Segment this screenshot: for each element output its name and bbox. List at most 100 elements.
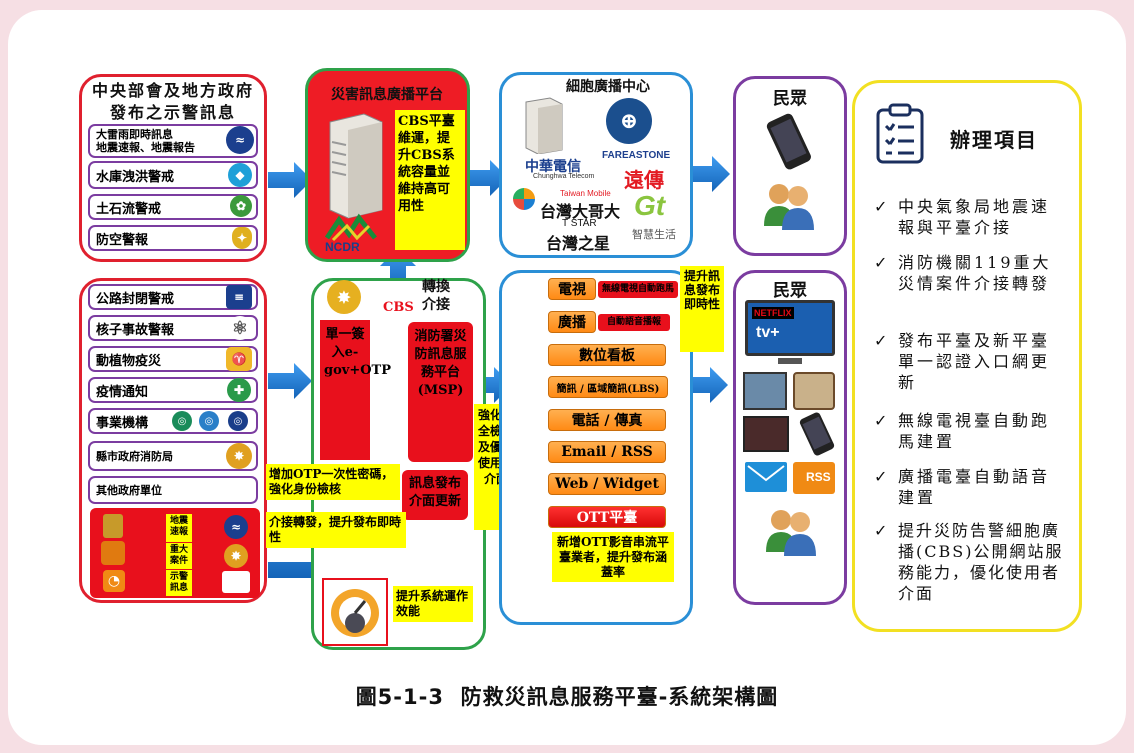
arrow-agencies-to-transfer	[268, 363, 312, 399]
cell-center-title: 細胞廣播中心	[566, 79, 650, 95]
rss-small-icon: ◔	[103, 570, 125, 592]
cbs-platform-desc: CBS平臺維運，提升CBS系統容量並維持高可用性	[395, 110, 465, 250]
atom-logo-icon: ⚛	[228, 316, 252, 340]
agency-other: 其他政府單位	[88, 476, 258, 504]
tv-stand	[778, 358, 802, 364]
cdc-logo-icon: ✚	[227, 378, 251, 402]
channel-tv[interactable]: 電視	[548, 278, 596, 300]
agency-nuclear: 核子事故警報	[88, 315, 258, 341]
cwb-logo-icon: ≈	[224, 515, 248, 539]
twm-zh-label: 台灣大哥大	[540, 202, 621, 221]
ott-note: 新增OTT影音串流平臺業者，提升發布涵蓋率	[552, 532, 674, 582]
perf-note: 提升系統運作效能	[393, 586, 473, 622]
gt-label: 智慧生活	[632, 228, 676, 241]
channel-sms[interactable]: 簡訊 / 區域簡訊(LBS)	[548, 376, 668, 398]
rss-label: RSS	[806, 470, 831, 484]
enterprise-logo-1-icon: ◎	[172, 411, 192, 431]
task-item-5: 廣播電臺自動語音建置	[898, 467, 1051, 507]
task-item-6: 提升災防告警細胞廣播(CBS)公開網站服務能力，優化使用者介面	[898, 521, 1064, 603]
tv-tag: 無線電視自動跑馬	[598, 281, 678, 298]
water-agency-logo-icon: ◆	[228, 163, 252, 187]
twm-logo-icon	[513, 188, 535, 210]
ncdr-logo-label: NCDR	[325, 240, 360, 254]
label-warning: 示警訊息	[166, 570, 192, 596]
arrow-central-to-cbs	[268, 162, 312, 198]
channel-phone-fax[interactable]: 電話 / 傳真	[548, 409, 666, 431]
task-item-4: 無線電視臺自動跑馬建置	[898, 411, 1051, 451]
arrow-cbs-to-cell	[467, 160, 508, 196]
task-item: ✓	[874, 197, 888, 216]
server-icon	[329, 113, 383, 219]
fire-logo-small-icon: ✸	[224, 544, 248, 568]
enterprise-logo-3-icon: ◎	[228, 411, 248, 431]
soil-agency-logo-icon: ✿	[230, 195, 252, 217]
task-item-1: 中央氣象局地震速報與平臺介接	[898, 197, 1051, 237]
ncdr-logo-icon	[324, 213, 377, 242]
fire-agency-emblem-icon: ✸	[327, 280, 361, 314]
cht-en-label: Chunghwa Telecom	[533, 173, 595, 180]
agency-enterprise: 事業機構	[88, 408, 258, 434]
cht-logo-label: 中華電信	[525, 159, 581, 175]
radio-tag: 自動語音播報	[598, 314, 670, 331]
tstar-en-label: T STAR	[562, 218, 597, 229]
enterprise-logo-2-icon: ◎	[199, 411, 219, 431]
netflix-label: NETFLIX	[752, 307, 794, 319]
sso-box: 單一簽入e-gov+OTP	[320, 320, 391, 460]
alarm-icon	[103, 514, 123, 538]
appletv-label: tv+	[756, 324, 780, 341]
channel-email-rss[interactable]: Email / RSS	[548, 441, 666, 463]
ncdr-small-logo-icon	[222, 571, 250, 593]
clipboard-icon	[876, 103, 924, 164]
weather-bureau-logo-icon: ≈	[226, 126, 254, 154]
news-screen-icon	[743, 372, 787, 410]
phone-icon	[766, 113, 811, 170]
transfer-title: 轉換介接	[422, 279, 450, 313]
tower-icon: ⊕	[606, 98, 652, 144]
animal-logo-icon: ♈	[226, 347, 252, 371]
relay-note: 介接轉發，提升發布即時性	[266, 512, 406, 548]
update-box: 訊息發布介面更新	[402, 470, 468, 520]
fet-zh-label: 遠傳	[624, 168, 664, 192]
user-icon	[764, 184, 814, 230]
msp-box: 消防署災防訊息服務平台(MSP)	[408, 322, 473, 462]
rss-icon	[793, 462, 835, 494]
channel-ott[interactable]: OTT平臺	[548, 506, 666, 528]
tasks-panel	[852, 80, 1082, 632]
central-item-landslide: 土石流警戒	[88, 194, 258, 220]
task-check-5: ✓	[874, 467, 888, 486]
old-tv-icon	[793, 372, 835, 410]
people-top-title: 民眾	[773, 89, 807, 109]
tstar-zh-label: 台灣之星	[546, 234, 611, 253]
air-defense-logo-icon: ✦	[232, 227, 252, 249]
email-icon	[745, 462, 787, 492]
task-item-2: 消防機關119重大災情案件介接轉發	[898, 253, 1052, 293]
figure-caption: 圖5-1-3 防救災訊息服務平臺-系統架構圖	[355, 685, 779, 709]
twm-en-label: Taiwan Mobile	[560, 189, 611, 198]
channel-side-note: 提升訊息發布即時性	[680, 266, 724, 352]
gear-gauge-icon	[331, 589, 379, 637]
channel-radio[interactable]: 廣播	[548, 311, 596, 333]
cell-server-icon	[525, 97, 563, 154]
label-earthquake: 地震速報	[166, 514, 192, 542]
task-item-3: 發布平臺及新平臺單一認證入口網更新	[898, 331, 1051, 392]
transfer-cbs-label: CBS	[383, 300, 414, 315]
arrow-cell-to-people	[692, 156, 730, 192]
users-icon	[766, 510, 816, 556]
signage-icon	[743, 416, 789, 452]
fet-logo-label: FAREASTONE	[602, 150, 671, 161]
task-check-3: ✓	[874, 331, 888, 350]
central-item-airraid: 防空警報	[88, 225, 258, 251]
task-check-4: ✓	[874, 411, 888, 430]
people-bottom-title: 民眾	[773, 281, 807, 301]
channel-digital-signage[interactable]: 數位看板	[548, 344, 666, 366]
smartphone-icon	[799, 412, 835, 456]
arrow-channels-to-people	[688, 367, 728, 403]
highway-logo-icon: ≡	[226, 285, 252, 309]
fire-dept-logo-icon: ✸	[226, 443, 252, 469]
channel-web-widget[interactable]: Web / Widget	[548, 473, 666, 495]
task-check-6: ✓	[874, 521, 888, 540]
gt-logo-icon: Gt	[634, 190, 666, 221]
phone-119-icon	[101, 541, 125, 565]
otp-note: 增加OTP一次性密碼，強化身份檢核	[266, 464, 400, 500]
central-title: 中央部會及地方政府發布之示警訊息	[91, 81, 254, 122]
